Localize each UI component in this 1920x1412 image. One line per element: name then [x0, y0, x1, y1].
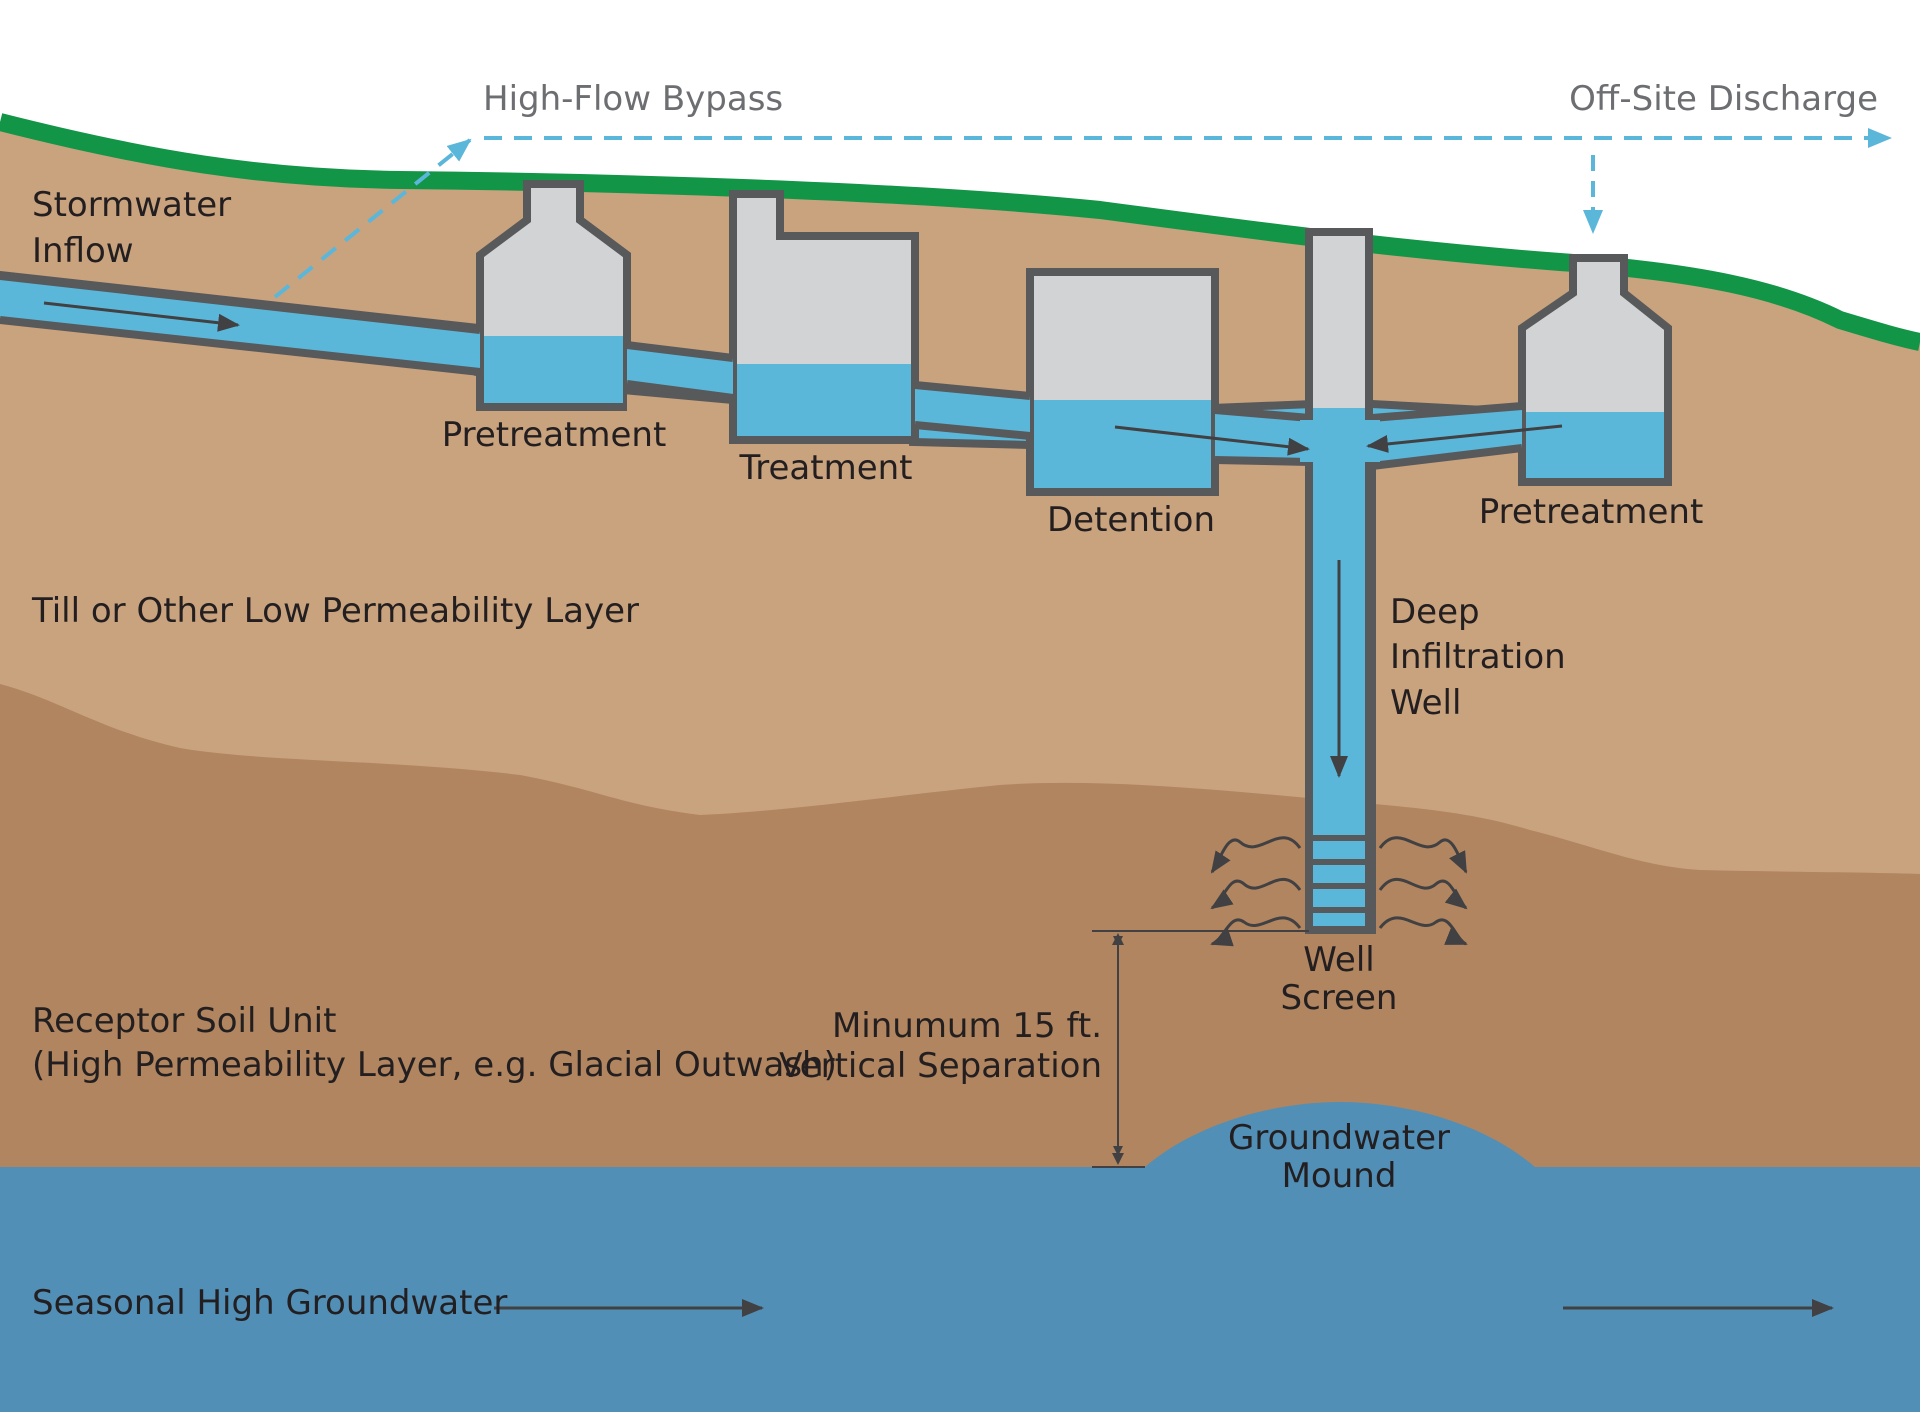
pretreatment-to-well-arrow: [1366, 424, 1563, 453]
detention-to-well-arrow: [1114, 425, 1310, 456]
bypass-diagonal-arrow: [273, 138, 472, 299]
stormwater-inflow-label-1: Stormwater: [32, 185, 231, 225]
till-layer-label: Till or Other Low Permeability Layer: [31, 591, 639, 631]
deep-infiltration-label-3: Well: [1390, 683, 1461, 723]
separation-label-2: Vertical Separation: [779, 1046, 1102, 1086]
inflow-arrow: [43, 301, 240, 332]
treatment-label: Treatment: [738, 448, 912, 488]
separation-label-1: Minumum 15 ft.: [832, 1006, 1102, 1046]
deep-infiltration-label-2: Infiltration: [1390, 637, 1566, 677]
detention-water: [1034, 400, 1211, 488]
pipe-segment-3: [1215, 410, 1310, 462]
detention-label: Detention: [1047, 500, 1215, 540]
high-flow-bypass-label: High-Flow Bypass: [483, 79, 783, 119]
off-site-discharge-label: Off-Site Discharge: [1569, 79, 1878, 119]
groundwater-mound-label-1: Groundwater: [1228, 1118, 1450, 1158]
well-screen-label-2: Screen: [1281, 978, 1398, 1018]
groundwater-body: [0, 1102, 1920, 1412]
deep-infiltration-label-1: Deep: [1390, 592, 1480, 632]
pretreatment-left-label: Pretreatment: [442, 415, 667, 455]
receptor-soil-label-1: Receptor Soil Unit: [32, 1001, 336, 1041]
groundwater-mound-label-2: Mound: [1282, 1156, 1397, 1196]
treatment-water: [737, 364, 911, 436]
receptor-soil-label-2: (High Permeability Layer, e.g. Glacial O…: [32, 1045, 837, 1085]
well-screen: [1311, 835, 1367, 913]
pipe-segment-2: [915, 385, 1030, 436]
seasonal-groundwater-label: Seasonal High Groundwater: [32, 1283, 507, 1323]
pretreatment-left-water: [484, 336, 623, 403]
receptor-soil-layer: [0, 684, 1920, 1200]
pretreatment-right-label: Pretreatment: [1479, 492, 1704, 532]
inflow-pipe: [0, 278, 480, 370]
pretreatment-right-water: [1526, 412, 1664, 478]
infiltration-flow-arrows: [1210, 836, 1468, 947]
well-screen-label-1: Well: [1303, 940, 1374, 980]
stormwater-inflow-label-2: Inflow: [32, 231, 134, 271]
ground-surface: [0, 113, 1920, 351]
